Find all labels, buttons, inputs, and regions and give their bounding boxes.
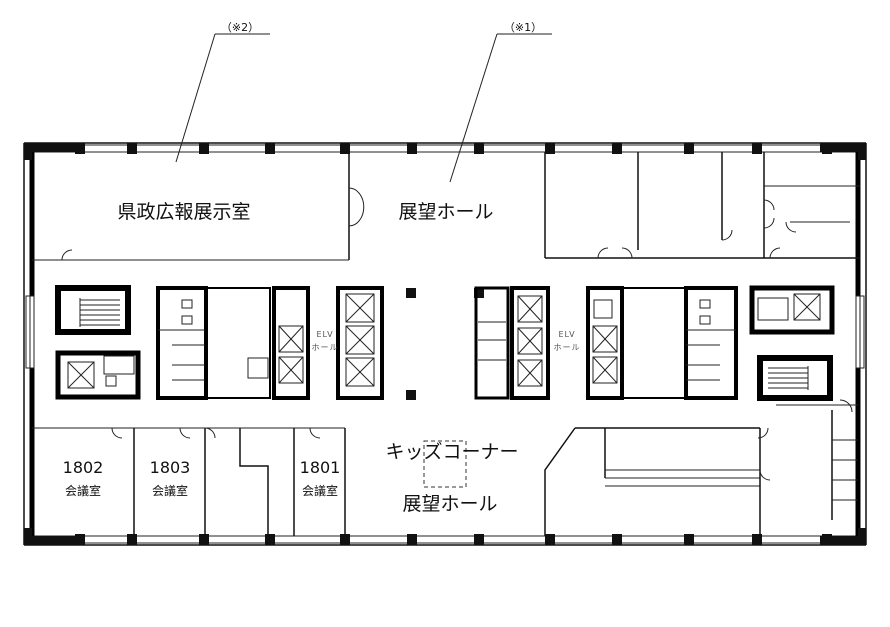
core-left: [55, 285, 416, 400]
observation-hall-north-label: 展望ホール: [398, 201, 493, 223]
callout-leaders: [175, 33, 552, 183]
meeting-room-1803-label: 会議室: [152, 483, 188, 498]
elevator-hall-right-label-1: ELV: [558, 330, 575, 339]
callout-note-1: （※1）: [504, 21, 542, 34]
elevator-hall-left-label-2: ホール: [312, 343, 339, 352]
callout-note-2: （※2）: [221, 21, 259, 34]
meeting-room-1801-label: 会議室: [302, 483, 338, 498]
meeting-room-1801-number: 1801: [300, 458, 341, 477]
south-rooms: [32, 399, 858, 536]
kids-corner-area: [423, 440, 467, 488]
columns-north: [75, 143, 832, 154]
kids-corner-label: キッズコーナー: [385, 441, 518, 463]
columns-south: [75, 534, 832, 545]
meeting-room-1802-number: 1802: [63, 458, 104, 477]
elevator-hall-left-label-1: ELV: [316, 330, 333, 339]
elevator-hall-right-label-2: ホール: [554, 343, 581, 352]
observation-hall-south-label: 展望ホール: [402, 493, 497, 515]
north-rooms: [32, 152, 860, 261]
exhibit-room-label: 県政広報展示室: [117, 201, 250, 223]
meeting-room-1803-number: 1803: [150, 458, 191, 477]
meeting-room-1802-label: 会議室: [65, 483, 101, 498]
core-right: [474, 285, 835, 401]
